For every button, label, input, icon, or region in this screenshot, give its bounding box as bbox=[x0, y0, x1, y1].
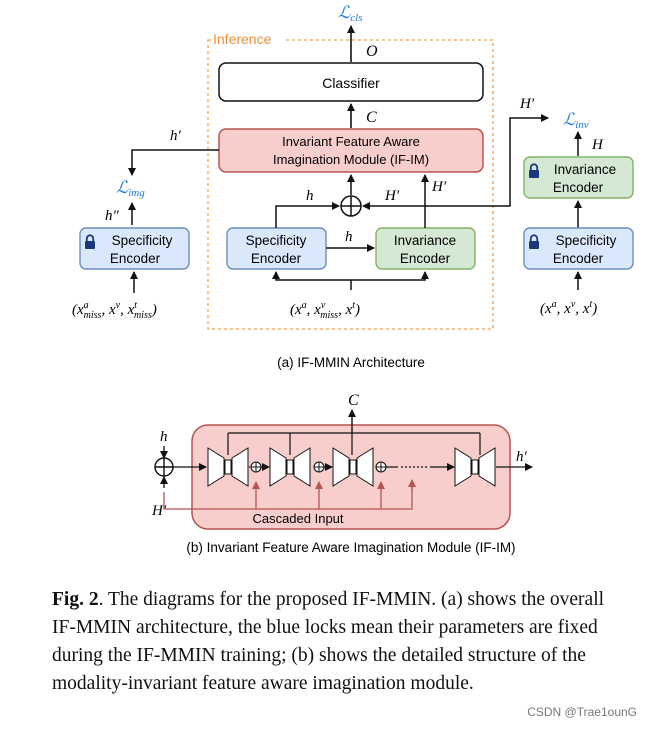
ae-block-1 bbox=[207, 447, 249, 487]
label-h-double-prime: h″ bbox=[105, 208, 120, 224]
imagination-line2: Imagination Module (IF-IM) bbox=[273, 152, 429, 167]
label-H: H bbox=[591, 137, 604, 153]
inference-label: Inference bbox=[213, 31, 272, 47]
watermark: CSDN @Trae1ounG bbox=[527, 705, 637, 719]
arrow-Hprime-to-add bbox=[362, 202, 426, 228]
ae-block-2 bbox=[269, 447, 311, 487]
label-h-center: h bbox=[345, 229, 353, 245]
spec-left-line1: Specificity bbox=[112, 233, 173, 248]
spec-right-line2: Encoder bbox=[553, 251, 604, 266]
inv-right-line1: Invariance bbox=[554, 162, 616, 177]
spec-right-line1: Specificity bbox=[556, 233, 617, 248]
specificity-encoder-left bbox=[79, 227, 190, 270]
input-right: (xa, xv, xt) bbox=[540, 299, 597, 317]
label-hprime-out-b: h′ bbox=[516, 449, 528, 465]
ae-block-3 bbox=[332, 447, 374, 487]
arrow-input-center-inv bbox=[351, 271, 429, 281]
label-Hprime-add: H′ bbox=[384, 188, 400, 204]
inv-center-line1: Invariance bbox=[394, 233, 456, 248]
spec-center-line2: Encoder bbox=[251, 251, 302, 266]
label-o: O bbox=[366, 43, 378, 60]
cascaded-input-label: Cascaded Input bbox=[252, 511, 343, 526]
label-c: C bbox=[366, 109, 377, 126]
cascaded-line bbox=[163, 480, 413, 510]
subcaption-a: (a) IF-MMIN Architecture bbox=[277, 355, 425, 370]
label-h-prime-a: h′ bbox=[170, 128, 182, 144]
arrow-h-to-add bbox=[275, 202, 340, 228]
arrow-h-prime-left bbox=[128, 149, 219, 176]
loss-img-label: ℒimg bbox=[116, 178, 145, 199]
arrow-input-center bbox=[272, 271, 352, 290]
specificity-encoder-right bbox=[523, 227, 634, 270]
caption-lead: Fig. 2 bbox=[52, 589, 99, 610]
label-c-b: C bbox=[348, 392, 359, 409]
label-Hprime-right: H′ bbox=[519, 96, 535, 112]
label-Hprime-up: H′ bbox=[431, 179, 447, 195]
loss-inv-label: ℒinv bbox=[563, 110, 589, 131]
caption-text: . The diagrams for the proposed IF-MMIN.… bbox=[52, 589, 605, 694]
inference-frame bbox=[207, 39, 494, 330]
invariance-encoder-right bbox=[523, 156, 634, 199]
spec-left-line2: Encoder bbox=[110, 251, 161, 266]
spec-center-line1: Specificity bbox=[246, 233, 307, 248]
imagination-line1: Invariant Feature Aware bbox=[282, 134, 420, 149]
label-Hprime-b: H′ bbox=[151, 503, 167, 519]
loss-cls-label: ℒcls bbox=[338, 3, 362, 24]
inv-right-line2: Encoder bbox=[553, 180, 604, 195]
ae-block-4 bbox=[454, 447, 496, 487]
inv-center-line2: Encoder bbox=[400, 251, 451, 266]
figure-caption: Fig. 2. The diagrams for the proposed IF… bbox=[52, 586, 632, 698]
classifier-box bbox=[218, 62, 484, 102]
label-h-b: h bbox=[160, 429, 168, 445]
subcaption-b: (b) Invariant Feature Aware Imagination … bbox=[186, 540, 515, 555]
classifier-label: Classifier bbox=[322, 75, 380, 91]
arrow-Hprime-right bbox=[425, 114, 549, 207]
label-h-to-add: h bbox=[306, 188, 314, 204]
